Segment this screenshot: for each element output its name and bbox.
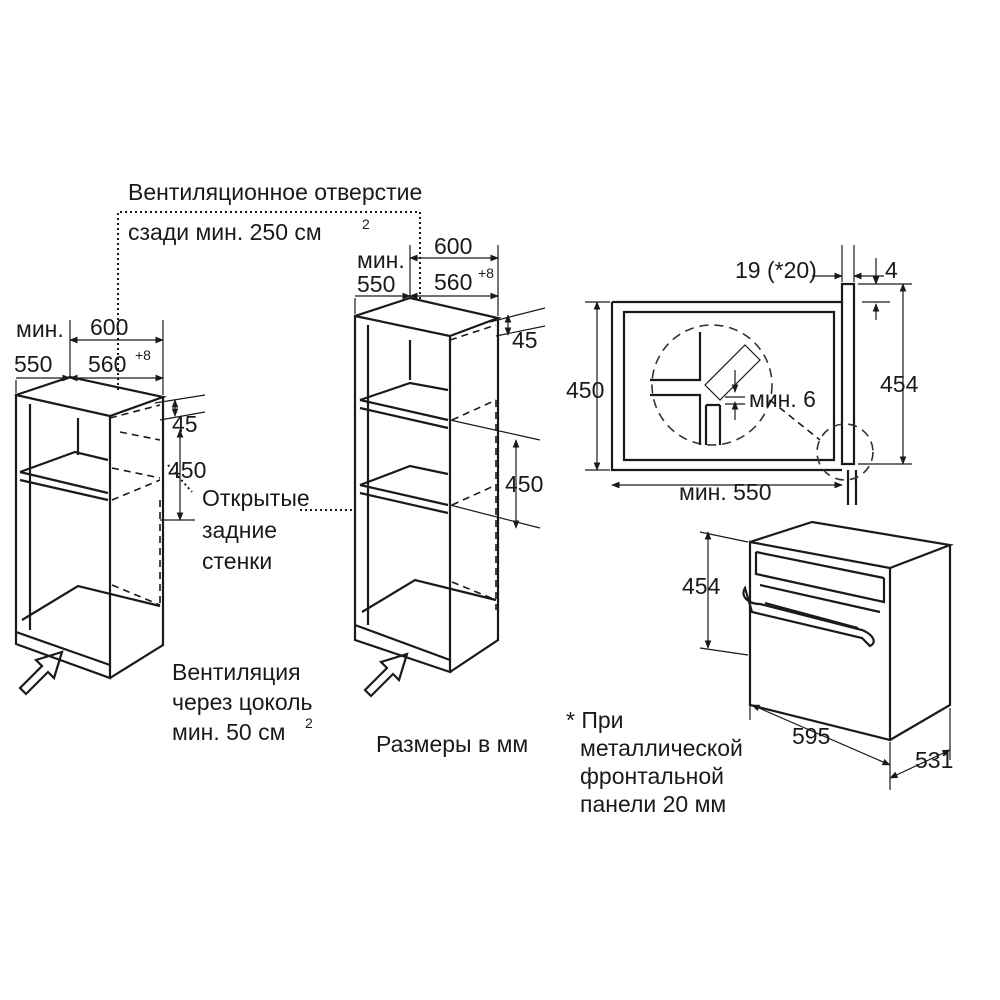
units-note: Размеры в мм (376, 731, 528, 757)
section-19-label: 19 (*20) (735, 257, 817, 283)
middle-600-label: 600 (434, 233, 472, 259)
left-cabinet-dimensions (15, 320, 206, 521)
middle-cabinet (353, 296, 502, 674)
middle-560-label: 560 (434, 269, 472, 295)
left-450-label: 450 (168, 457, 206, 483)
left-45-label: 45 (172, 411, 198, 437)
footnote-line3: фронтальной (580, 763, 724, 789)
middle-min-label: мин. (357, 247, 405, 273)
section-view (610, 282, 874, 505)
plinth-vent-line3: мин. 50 см (172, 719, 285, 745)
open-back-leader (167, 464, 356, 511)
section-450-label: 450 (566, 377, 604, 403)
plinth-vent-line2: через цоколь (172, 689, 313, 715)
oven-appliance (742, 520, 955, 742)
open-back-line2: задние (202, 517, 277, 543)
open-back-line1: Открытые (202, 485, 310, 511)
middle-45-label: 45 (512, 327, 538, 353)
middle-tol8-label: +8 (478, 265, 494, 281)
section-454-label: 454 (880, 371, 919, 397)
middle-cabinet-dimensions (354, 245, 546, 529)
footnote-line1: * При (566, 707, 624, 733)
section-dimensions (585, 245, 912, 489)
footnote-line4: панели 20 мм (580, 791, 726, 817)
oven-454-label: 454 (682, 573, 721, 599)
section-4-label: 4 (885, 257, 898, 283)
left-560-label: 560 (88, 351, 126, 377)
airflow-arrow-icon (363, 652, 409, 698)
oven-531-label: 531 (915, 747, 953, 773)
rear-vent-sup: 2 (362, 216, 370, 232)
airflow-arrow-icon (18, 650, 64, 696)
left-600-label: 600 (90, 314, 128, 340)
left-min-label: мин. (16, 316, 64, 342)
section-min6-label: мин. 6 (749, 386, 816, 412)
oven-dimensions (699, 531, 951, 790)
left-550-label: 550 (14, 351, 52, 377)
middle-550-label: 550 (357, 271, 395, 297)
oven-595-label: 595 (792, 723, 830, 749)
plinth-vent-sup: 2 (305, 715, 313, 731)
open-back-line3: стенки (202, 548, 272, 574)
rear-vent-line1: Вентиляционное отверстие (128, 179, 422, 205)
plinth-vent-line1: Вентиляция (172, 659, 301, 685)
left-tol8-label: +8 (135, 347, 151, 363)
rear-vent-line2: сзади мин. 250 см (128, 219, 322, 245)
footnote-line2: металлической (580, 735, 743, 761)
section-min550-label: мин. 550 (679, 479, 772, 505)
left-cabinet (14, 375, 167, 680)
middle-450-label: 450 (505, 471, 543, 497)
